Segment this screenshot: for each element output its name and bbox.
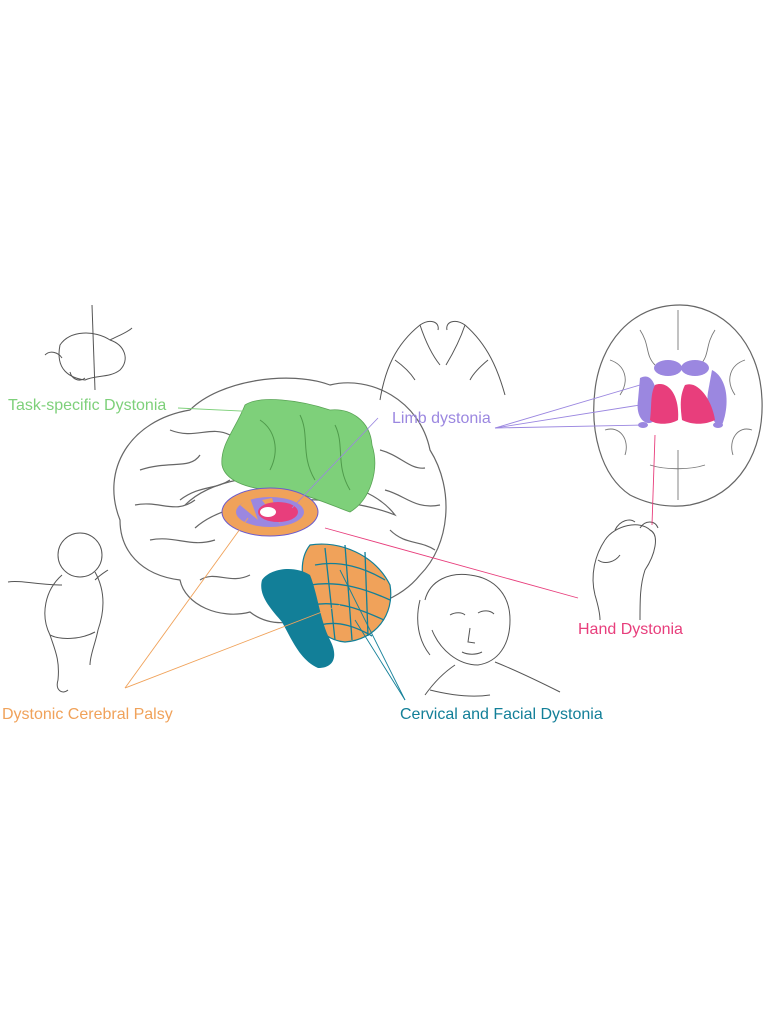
woman-face-sketch <box>418 574 560 696</box>
baby-sketch <box>8 533 108 692</box>
leader-cervical-2 <box>355 620 405 700</box>
brain-sulcus <box>390 530 435 550</box>
brain-sulcus <box>180 480 230 500</box>
brain-sulcus <box>380 450 425 468</box>
leader-limb-2 <box>495 405 640 428</box>
dystonic-hand-sketch <box>593 520 658 620</box>
brain-sulcus <box>150 539 215 543</box>
praying-hands-sketch <box>380 321 505 400</box>
brain-sulcus <box>385 490 440 506</box>
hand-with-pen-sketch <box>45 305 132 390</box>
label-limb-dystonia: Limb dystonia <box>392 411 491 427</box>
label-hand-dystonia: Hand Dystonia <box>578 622 683 638</box>
leader-cp-1 <box>125 518 248 688</box>
brain-sulcus <box>170 430 230 435</box>
basal-ganglia-sagittal <box>222 488 318 536</box>
leader-limb-1 <box>495 385 640 428</box>
label-cervical-and-facial-dystonia: Cervical and Facial Dystonia <box>400 707 603 723</box>
leader-hand-2 <box>652 435 655 525</box>
cerebellum-brainstem <box>261 544 391 668</box>
brain-sulcus <box>200 575 250 580</box>
label-task-specific-dystonia: Task-specific Dystonia <box>8 398 166 414</box>
label-dystonic-cerebral-palsy: Dystonic Cerebral Palsy <box>2 707 173 723</box>
axial-brain <box>594 305 762 506</box>
leader-limb-3 <box>495 425 645 428</box>
brain-sulcus <box>140 455 200 470</box>
